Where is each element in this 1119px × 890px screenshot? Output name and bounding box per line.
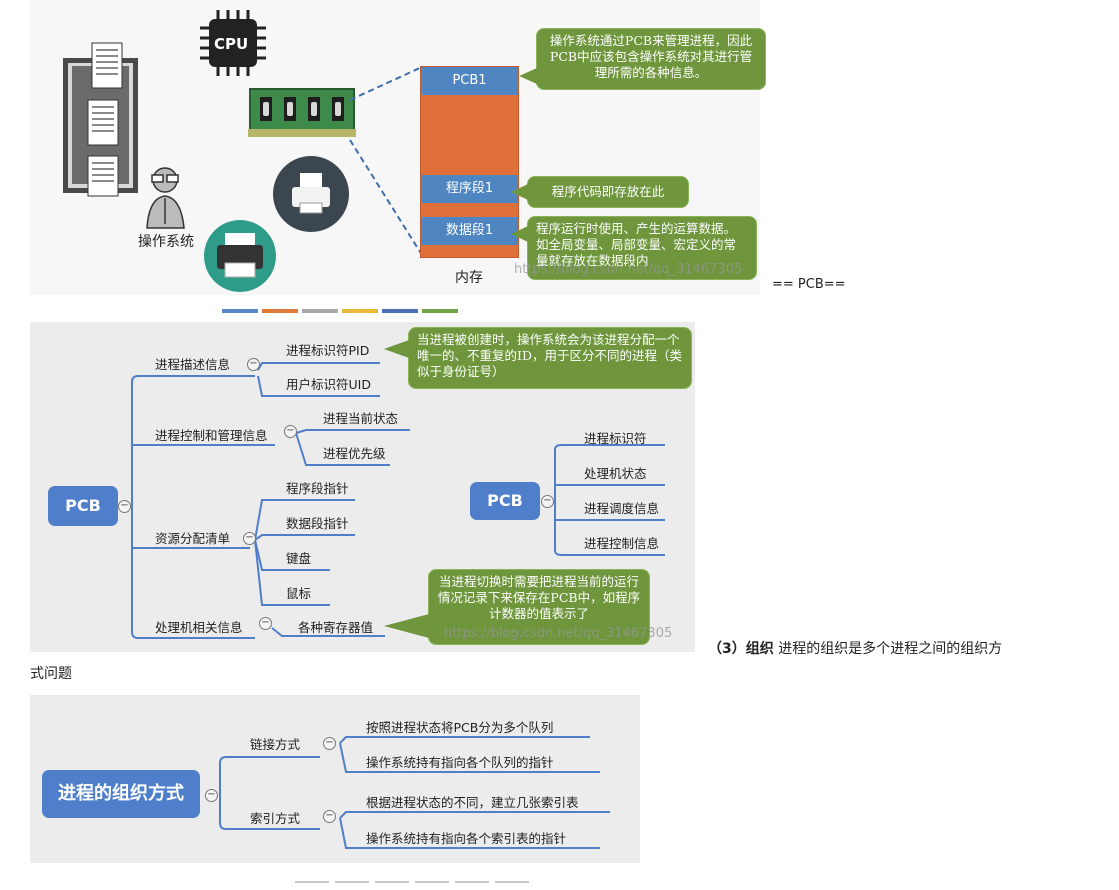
leaf-linked-pointers: 操作系统持有指向各个队列的指针 <box>366 755 554 770</box>
branch-indexed: 索引方式 <box>250 811 301 826</box>
pcb-item-identifier: 进程标识符 <box>584 431 647 446</box>
color-strip-swatch <box>262 309 298 313</box>
callout-pointer <box>384 614 429 638</box>
pcb-callout: 操作系统通过PCB来管理进程，因此PCB中应该包含操作系统对其进行管理所需的各种… <box>536 28 766 90</box>
leaf-mouse: 鼠标 <box>286 586 312 601</box>
section3-heading: （3）组织 进程的组织是多个进程之间的组织方 <box>708 638 1002 658</box>
leaf-program-pointer: 程序段指针 <box>286 481 349 496</box>
section3-number: （3） <box>708 641 746 657</box>
branch-process-description: 进程描述信息 <box>155 357 231 372</box>
pcb-heading: == PCB== <box>772 277 846 292</box>
server-icon <box>58 38 148 198</box>
pcb-item-cpu-state: 处理机状态 <box>584 466 647 481</box>
section3-continuation: 式问题 <box>30 666 72 682</box>
memory-cell-data-segment: 数据段1 <box>421 217 518 245</box>
os-label: 操作系统 <box>138 234 194 250</box>
bottom-divider <box>295 881 530 883</box>
ram-module-icon <box>246 85 358 143</box>
person-icon <box>143 162 188 232</box>
printer-teal-icon <box>203 219 277 293</box>
section3-text: 进程的组织是多个进程之间的组织方 <box>773 641 1003 657</box>
callout-pointer <box>519 68 537 84</box>
memory-connector-lines <box>349 66 423 256</box>
pcb-item-scheduling: 进程调度信息 <box>584 501 660 516</box>
leaf-uid: 用户标识符UID <box>286 377 371 392</box>
color-strip-swatch <box>342 309 378 313</box>
program-segment-callout: 程序代码即存放在此 <box>527 176 689 208</box>
color-strip-swatch <box>422 309 458 313</box>
leaf-index-pointers: 操作系统持有指向各个索引表的指针 <box>366 831 567 846</box>
collapse-icon[interactable]: − <box>243 532 256 545</box>
leaf-linked-queues: 按照进程状态将PCB分为多个队列 <box>366 720 554 735</box>
color-strip <box>222 309 462 313</box>
branch-linked: 链接方式 <box>250 737 301 752</box>
leaf-keyboard: 键盘 <box>286 551 312 566</box>
cpu-label: CPU <box>214 35 249 53</box>
leaf-process-priority: 进程优先级 <box>323 446 386 461</box>
memory-block: PCB1 程序段1 数据段1 <box>420 66 519 258</box>
collapse-icon[interactable]: − <box>118 500 131 513</box>
collapse-icon[interactable]: − <box>284 425 297 438</box>
organization-root-node: 进程的组织方式 <box>42 770 200 818</box>
callout-pointer <box>511 184 528 200</box>
callout-pointer <box>511 226 528 242</box>
branch-resource-list: 资源分配清单 <box>155 531 231 546</box>
watermark: https://blog.csdn.net/qq_31467305 <box>444 626 673 641</box>
data-segment-callout: 程序运行时使用、产生的运算数据。如全局变量、局部变量、宏定义的常量就存放在数据段… <box>527 216 757 280</box>
pcb-root-node: PCB <box>48 486 118 526</box>
pcb-item-control: 进程控制信息 <box>584 536 660 551</box>
watermark: https://blog.csdn.net/qq_31467305 <box>514 262 743 277</box>
cpu-chip-icon <box>198 8 268 78</box>
memory-caption: 内存 <box>455 270 483 286</box>
collapse-icon[interactable]: − <box>205 789 218 802</box>
leaf-process-state: 进程当前状态 <box>323 411 399 426</box>
branch-process-control: 进程控制和管理信息 <box>155 428 268 443</box>
printer-icon <box>272 155 350 233</box>
collapse-icon[interactable]: − <box>541 495 554 508</box>
collapse-icon[interactable]: − <box>259 617 272 630</box>
branch-processor-info: 处理机相关信息 <box>155 620 243 635</box>
leaf-pid: 进程标识符PID <box>286 343 370 358</box>
pcb-root-node-secondary: PCB <box>470 482 540 520</box>
color-strip-swatch <box>382 309 418 313</box>
memory-cell-program-segment: 程序段1 <box>421 175 518 203</box>
callout-pointer <box>384 340 409 358</box>
pid-callout: 当进程被创建时，操作系统会为该进程分配一个唯一的、不重复的ID，用于区分不同的进… <box>408 327 692 389</box>
color-strip-swatch <box>302 309 338 313</box>
section3-bold: 组织 <box>745 641 774 657</box>
leaf-data-pointer: 数据段指针 <box>286 516 349 531</box>
register-callout: 当进程切换时需要把进程当前的运行情况记录下来保存在PCB中，如程序计数器的值表示… <box>428 569 650 645</box>
memory-cell-pcb1: PCB1 <box>421 67 518 95</box>
collapse-icon[interactable]: − <box>323 810 336 823</box>
leaf-index-tables: 根据进程状态的不同，建立几张索引表 <box>366 795 579 810</box>
color-strip-swatch <box>222 309 258 313</box>
collapse-icon[interactable]: − <box>323 737 336 750</box>
leaf-registers: 各种寄存器值 <box>298 620 374 635</box>
collapse-icon[interactable]: − <box>247 358 260 371</box>
